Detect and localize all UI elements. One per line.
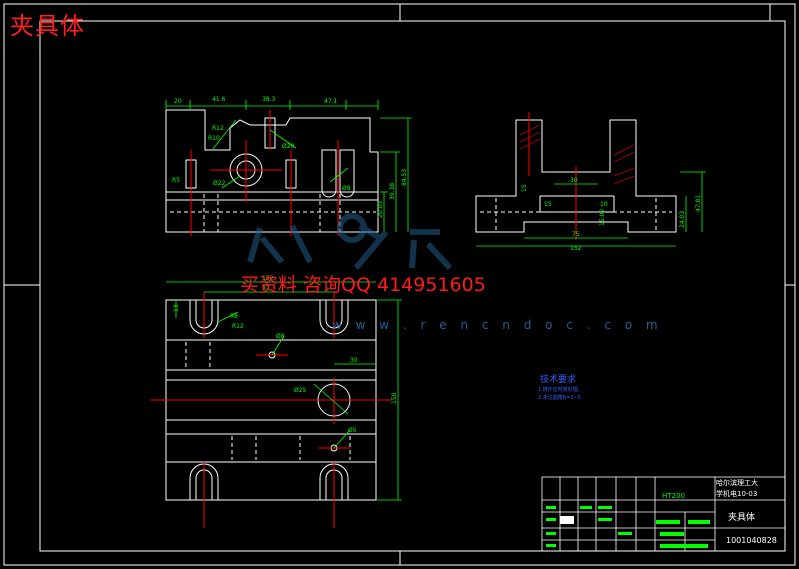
watermark-url: w w w . r e n c n d o c . c o m [332,318,663,332]
svg-text:150: 150 [391,392,398,404]
svg-text:Ø22: Ø22 [213,180,226,187]
front-view-dimensions [165,100,412,232]
drawing-title-overlay: 夹具体 [10,12,85,40]
svg-text:39.38: 39.38 [389,183,396,200]
watermark-contact-text: 买资料 咨询QQ 414951605 [240,274,486,296]
svg-text:47.1: 47.1 [324,98,338,105]
title-block-class: 学机电10-03 [716,490,758,498]
svg-text:75: 75 [572,231,580,238]
svg-text:30: 30 [350,357,358,364]
svg-text:41.6: 41.6 [212,96,226,103]
tech-requirement-2: 2.未注圆角R=3~5 [538,395,581,401]
svg-text:R12: R12 [232,323,244,330]
svg-text:152: 152 [570,245,582,252]
svg-text:R8: R8 [230,313,238,320]
front-view-dim-text: 20 41.6 38.3 47.1 20.03 39.38 84.53 R12 … [172,96,408,218]
svg-text:24.03: 24.03 [679,211,686,228]
side-view-hatch [519,124,635,185]
svg-text:15.02: 15.02 [599,209,606,226]
title-block-part-name: 夹具体 [728,513,756,523]
plan-view-dimensions [166,281,402,501]
title-block-drawing-number: 1001040828 [726,536,777,545]
svg-text:30: 30 [570,177,578,184]
svg-text:84.53: 84.53 [401,169,408,186]
title-block-material: HT200 [662,492,685,500]
svg-text:Ø25: Ø25 [294,387,307,394]
plan-view-dim-text: 152 92 13 R8 R12 Ø8 Ø25 Ø5 30 150 [173,275,398,434]
title-block-school: 哈尔滨理工大 [716,479,758,487]
title-block-fills [546,506,710,548]
svg-text:92: 92 [262,285,270,292]
side-view-dimensions [476,171,706,247]
drawing-frame [3,3,796,566]
front-view [165,109,379,233]
tech-requirement-1: 1.铸件应时效处理。 [538,387,583,393]
svg-text:152: 152 [262,275,274,282]
plan-view-center-lines [150,292,392,528]
plan-view-hidden [185,342,351,460]
svg-text:Ø20: Ø20 [282,143,295,150]
svg-text:38.3: 38.3 [262,96,276,103]
side-view-hidden [480,198,672,232]
side-view-center-lines [528,112,577,240]
svg-text:10: 10 [600,201,608,208]
svg-text:13: 13 [173,304,180,312]
svg-text:Ø5: Ø5 [348,427,357,434]
tech-requirements-title: 技术要求 [540,375,577,385]
svg-text:R12: R12 [212,125,224,132]
watermark-logo [247,213,453,271]
svg-text:Ø9: Ø9 [342,185,351,192]
svg-text:20.03: 20.03 [377,201,384,218]
svg-text:Ø8: Ø8 [276,333,285,340]
side-view-dim-text: 30 15 15 10 75 152 15.02 24.03 47.81 [521,177,702,252]
svg-text:20: 20 [174,98,182,105]
svg-text:47.81: 47.81 [695,195,702,212]
svg-text:15: 15 [544,201,552,208]
svg-text:R10: R10 [208,135,220,142]
svg-text:R5: R5 [172,177,180,184]
svg-text:15: 15 [521,184,528,192]
